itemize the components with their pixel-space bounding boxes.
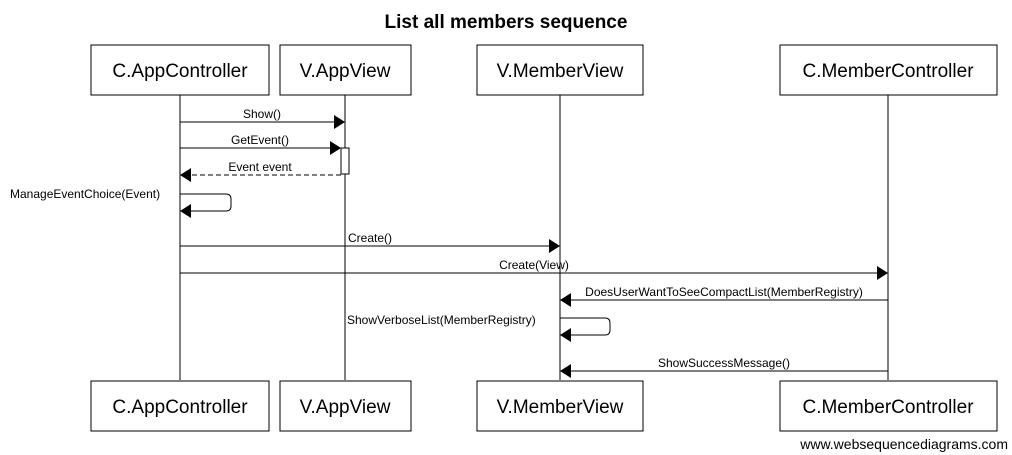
message-label: Create() — [348, 231, 392, 245]
message-create: Create() — [180, 231, 560, 253]
arrowhead-icon — [180, 168, 191, 182]
participant-bottom-member-controller: C.MemberController — [779, 380, 998, 432]
participant-top-app-view: V.AppView — [279, 44, 412, 96]
participant-bottom-app-view: V.AppView — [279, 380, 412, 432]
message-show-success-message: ShowSuccessMessage() — [560, 356, 888, 378]
message-label: GetEvent() — [231, 133, 289, 147]
message-label: Show() — [243, 107, 281, 121]
message-label: Event event — [228, 160, 292, 174]
participant-top-member-view: V.MemberView — [476, 44, 644, 96]
participant-label: C.AppController — [112, 61, 248, 82]
message-label: ShowSuccessMessage() — [658, 356, 790, 370]
message-show-verbose-list: ShowVerboseList(MemberRegistry) — [347, 313, 611, 342]
message-create-view: Create(View) — [180, 258, 888, 280]
activation-bar — [340, 147, 350, 175]
message-does-user-want-compact-list: DoesUserWantToSeeCompactList(MemberRegis… — [560, 285, 888, 307]
message-label: ShowVerboseList(MemberRegistry) — [347, 313, 536, 327]
arrowhead-icon — [549, 239, 560, 253]
arrowhead-icon — [560, 328, 571, 342]
arrowhead-icon — [180, 204, 191, 218]
participant-bottom-member-view: V.MemberView — [476, 380, 644, 432]
message-get-event: GetEvent() — [180, 133, 341, 155]
participant-label: C.MemberController — [802, 397, 974, 418]
arrowhead-icon — [560, 293, 571, 307]
participant-label: C.MemberController — [802, 61, 974, 82]
message-show: Show() — [180, 107, 345, 129]
participant-label: V.AppView — [300, 397, 391, 418]
message-label: DoesUserWantToSeeCompactList(MemberRegis… — [585, 285, 863, 299]
arrowhead-icon — [560, 364, 571, 378]
message-manage-event-choice: ManageEventChoice(Event) — [10, 187, 232, 218]
arrowhead-icon — [334, 115, 345, 129]
participant-label: V.MemberView — [497, 61, 624, 82]
diagram-title: List all members sequence — [385, 12, 628, 33]
message-event-return: Event event — [180, 160, 341, 182]
footer-watermark: www.websequencediagrams.com — [799, 436, 1008, 452]
participant-label: C.AppController — [112, 397, 248, 418]
participant-bottom-app-controller: C.AppController — [90, 380, 270, 432]
message-label: ManageEventChoice(Event) — [10, 187, 160, 201]
message-label: Create(View) — [499, 258, 569, 272]
participant-label: V.MemberView — [497, 397, 624, 418]
participant-top-app-controller: C.AppController — [90, 44, 270, 96]
arrowhead-icon — [877, 266, 888, 280]
participant-label: V.AppView — [300, 61, 391, 82]
participant-top-member-controller: C.MemberController — [779, 44, 998, 96]
arrowhead-icon — [330, 141, 341, 155]
